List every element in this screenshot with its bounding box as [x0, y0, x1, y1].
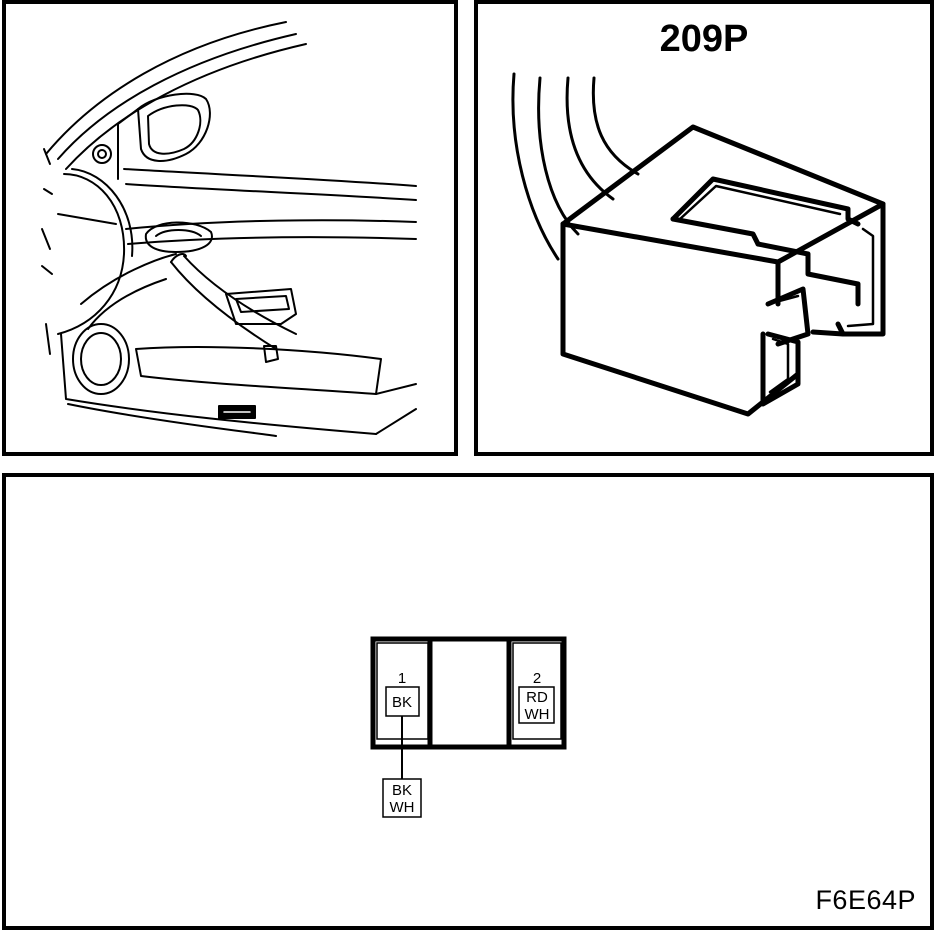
- pin-2-number: 2: [533, 670, 541, 687]
- connector-illustration: [511, 72, 886, 417]
- door-interior-illustration: [41, 21, 417, 437]
- splice-wire-box: [382, 778, 422, 818]
- pin-1-wire-color: BK: [392, 694, 412, 711]
- connector-body: [560, 124, 886, 417]
- pin-1-color-box: [385, 686, 420, 717]
- pin-2-color-box: [518, 686, 555, 724]
- splice-wire-color-1: BK: [392, 782, 412, 799]
- connector-wires: [511, 72, 640, 261]
- splice-wire-color-2: WH: [390, 799, 415, 816]
- pinout-panel: 1 BK 2 RD WH BK WH F6E64P: [2, 473, 934, 930]
- pin-1-number: 1: [398, 670, 406, 687]
- pinout-diagram: 1 BK 2 RD WH BK WH: [370, 636, 567, 818]
- pin-2-wire-color-1: RD: [526, 689, 548, 706]
- connector-panel: 209P: [474, 0, 934, 456]
- figure-code: F6E64P: [815, 885, 916, 915]
- connector-code: 209P: [659, 18, 749, 60]
- pin-2-wire-color-2: WH: [525, 706, 550, 723]
- door-location-panel: [2, 0, 458, 456]
